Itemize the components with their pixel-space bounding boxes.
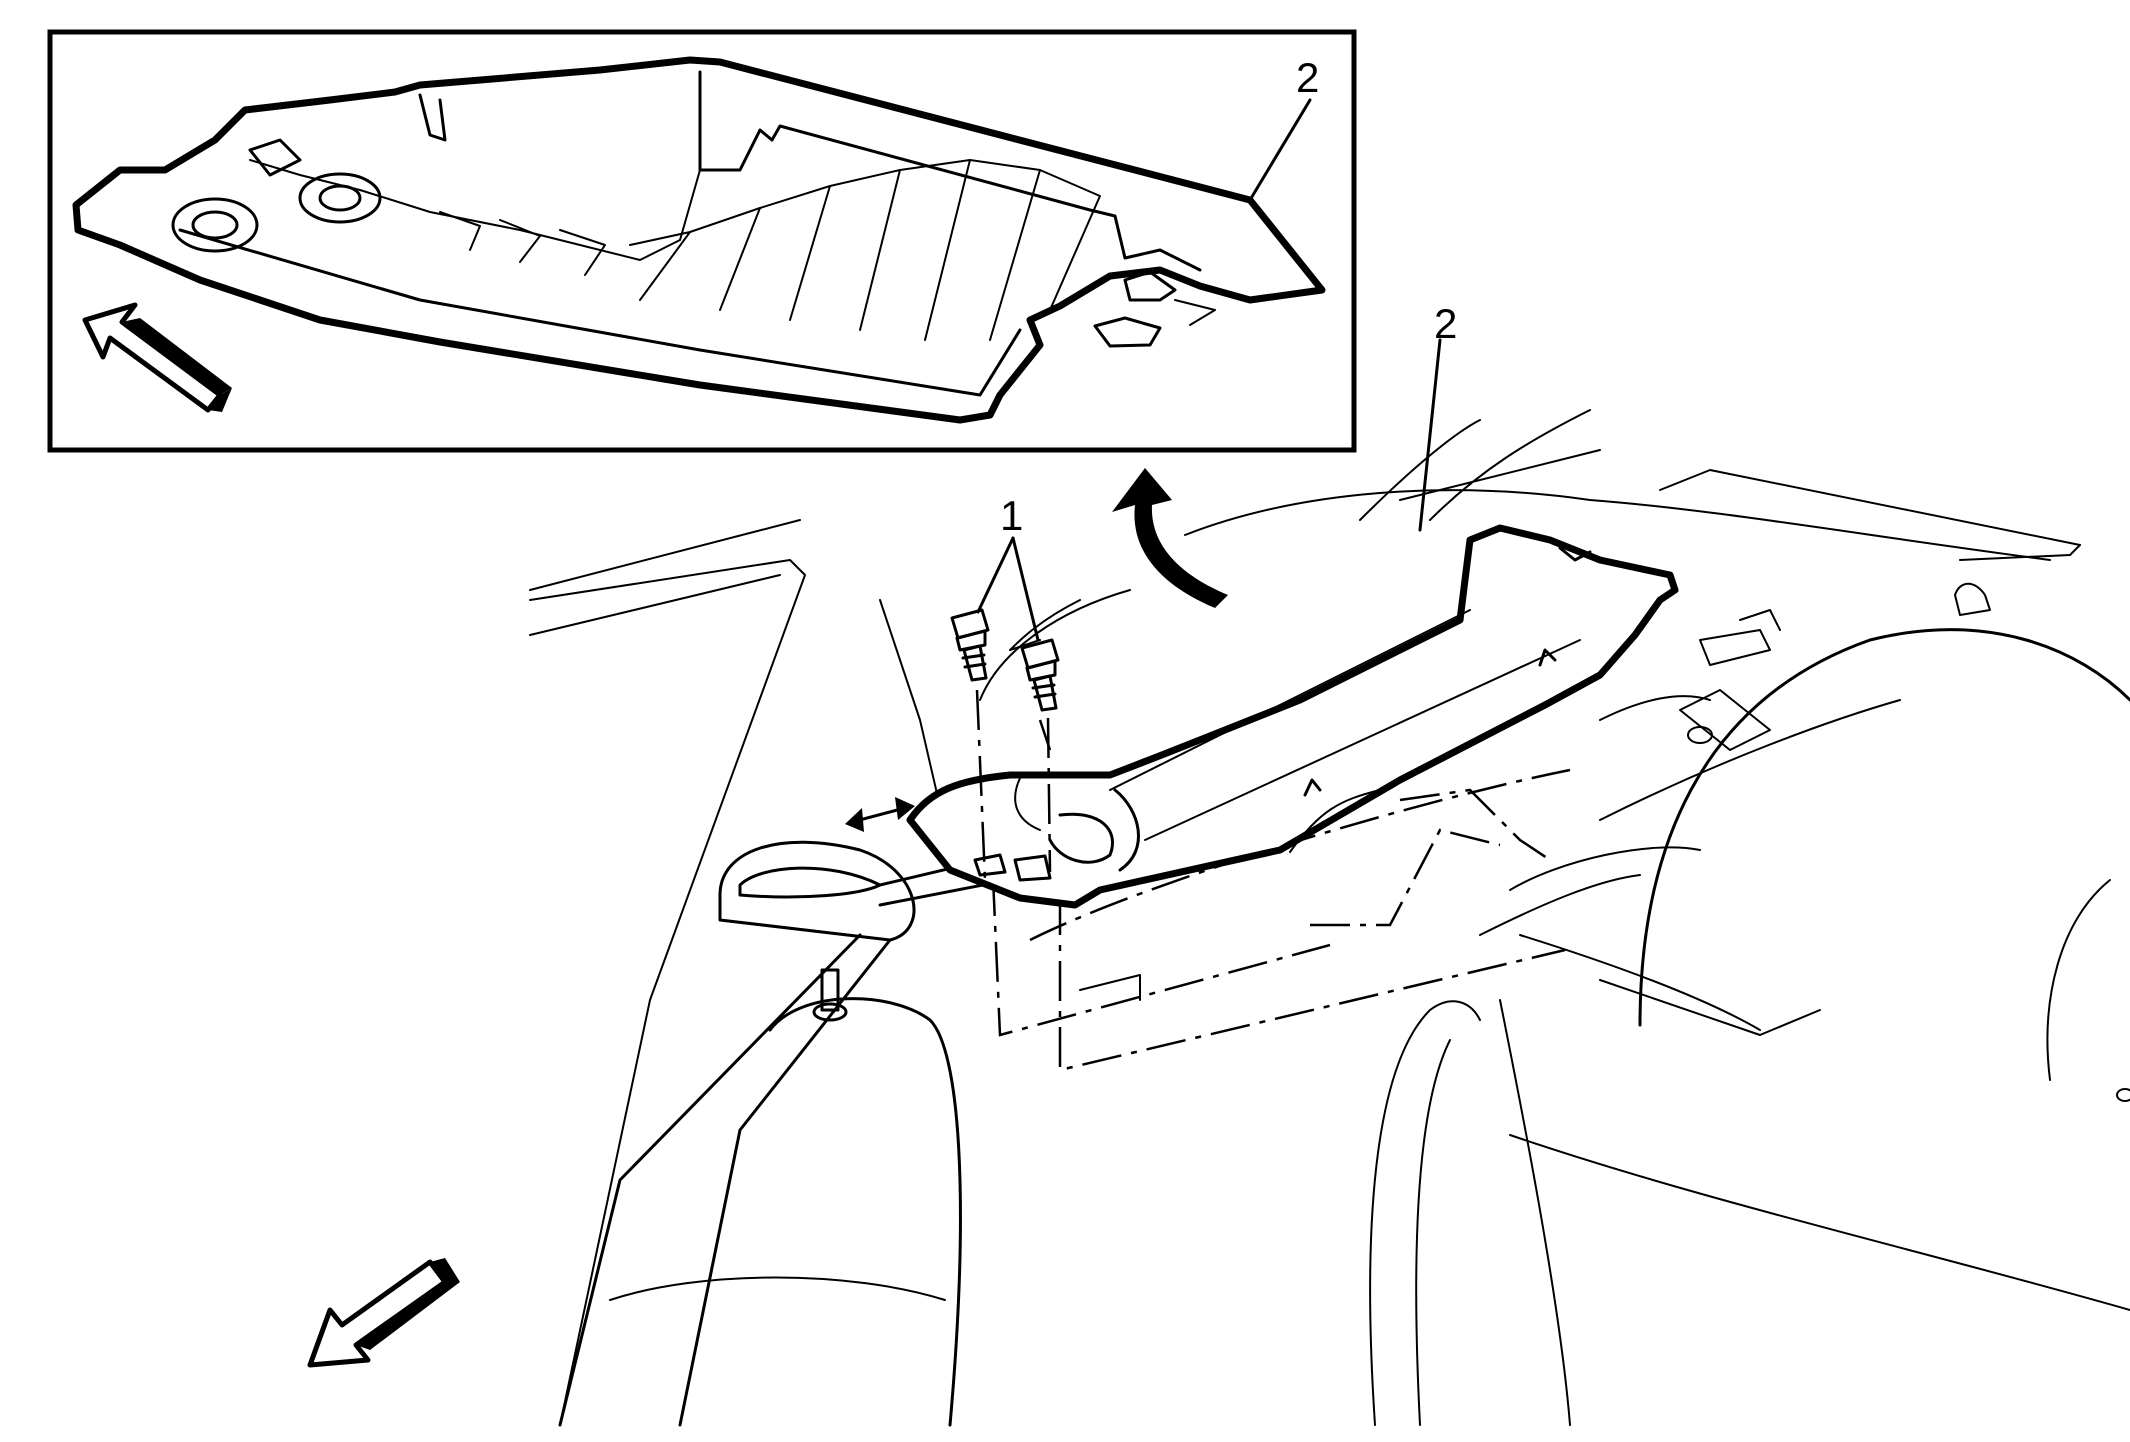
fastener-leader-left [976,536,1015,614]
front-seat [609,968,962,1427]
detail-ribs [439,159,1101,341]
trim-panel-detail-outline [72,56,1326,424]
roof-panel-line-3 [1429,409,1591,521]
slide-direction-arrow-icon [845,797,915,832]
trim-panel-tab-1 [1303,778,1322,797]
main-leader-line [1418,338,1442,532]
trim-panel-main-outline [906,524,1679,909]
front-direction-arrow-icon [82,302,232,413]
trim-panel-main [906,524,1679,909]
rear-seat-side-2 [1415,1039,1451,1426]
headrest-post-base [812,1002,848,1022]
trim-panel-retainer-2 [1013,854,1052,882]
rear-seat-contour [1499,999,1571,1426]
trim-panel-hole-edge [1014,777,1041,831]
roof-edge-left [529,519,801,591]
detail-inner-channel [249,159,701,261]
rear-headrest-outline [1638,628,2130,1027]
roof-panel-line-1 [1399,449,1601,501]
bolt-right [1020,638,1060,712]
vehicle-interior-view [307,409,2130,1427]
roof-panel-line-4 [1359,419,1481,521]
detail-clips [1093,270,1216,348]
main-callout-number: 2 [1434,300,1457,347]
detail-lower-rim [178,228,1022,397]
rear-seat-top-line-2 [1509,846,1701,891]
rear-seat-edge [1519,934,1761,1031]
rear-seat-side [1369,1000,1481,1426]
headrest-post [820,968,840,1012]
trim-panel-retainer-1 [973,853,1007,877]
trim-panel-boss-inner [1048,812,1114,864]
rear-seat-cushion-line [1509,1134,2130,1311]
seat-back-outline [768,997,962,1427]
seat-belt [558,838,1072,1427]
seat-stitch-line [609,1276,946,1301]
rear-seat-top-line [1479,874,1641,936]
belt-strap-edge-right [678,938,892,1427]
rear-seat-edge-2 [1599,979,1821,1036]
roof-panel-line-2 [1659,469,2081,546]
belt-guide-slot [738,866,882,899]
front-direction-arrow-icon-main [307,1258,460,1368]
trim-panel-detail [72,56,1326,424]
fasteners: 1 [950,492,1060,881]
fastener-leader-right [1011,536,1040,642]
trim-panel-boss-curve [1113,788,1140,872]
rear-seat-button [2116,1088,2130,1102]
door-frame-outer [529,559,806,1426]
remove-direction-arrow-icon [1112,468,1228,608]
roof-edge-left-2 [529,574,781,636]
inset-callout-number: 2 [1296,54,1319,101]
detail-upper-wall [698,70,1202,272]
rear-window-line [1184,489,2051,561]
rear-seat [1369,628,2130,1426]
bolt-left-axis [975,689,987,881]
bolt-right-axis [1046,717,1052,873]
trim-panel-crease [1109,609,1471,791]
trim-panel-tab-2 [1538,648,1557,667]
package-shelf-details [1599,582,1991,751]
package-shelf-line [1599,699,1901,821]
roof-panel-line-5 [1959,544,2081,561]
belt-guide [718,840,916,942]
inset-leader-line [1248,98,1312,202]
fastener-callout-number: 1 [1000,492,1023,539]
trim-panel-clip [1558,546,1592,562]
bolt-left [950,608,990,682]
inset-detail-view: 2 [47,29,1357,453]
rear-headrest-inner [2046,879,2111,1081]
belt-strap-edge-left [558,933,862,1427]
pillar-hook [1009,599,1081,651]
detail-mounting-bosses [171,93,447,253]
trim-panel-step [1289,789,1381,853]
trim-panel-lower-crease [1144,639,1581,841]
